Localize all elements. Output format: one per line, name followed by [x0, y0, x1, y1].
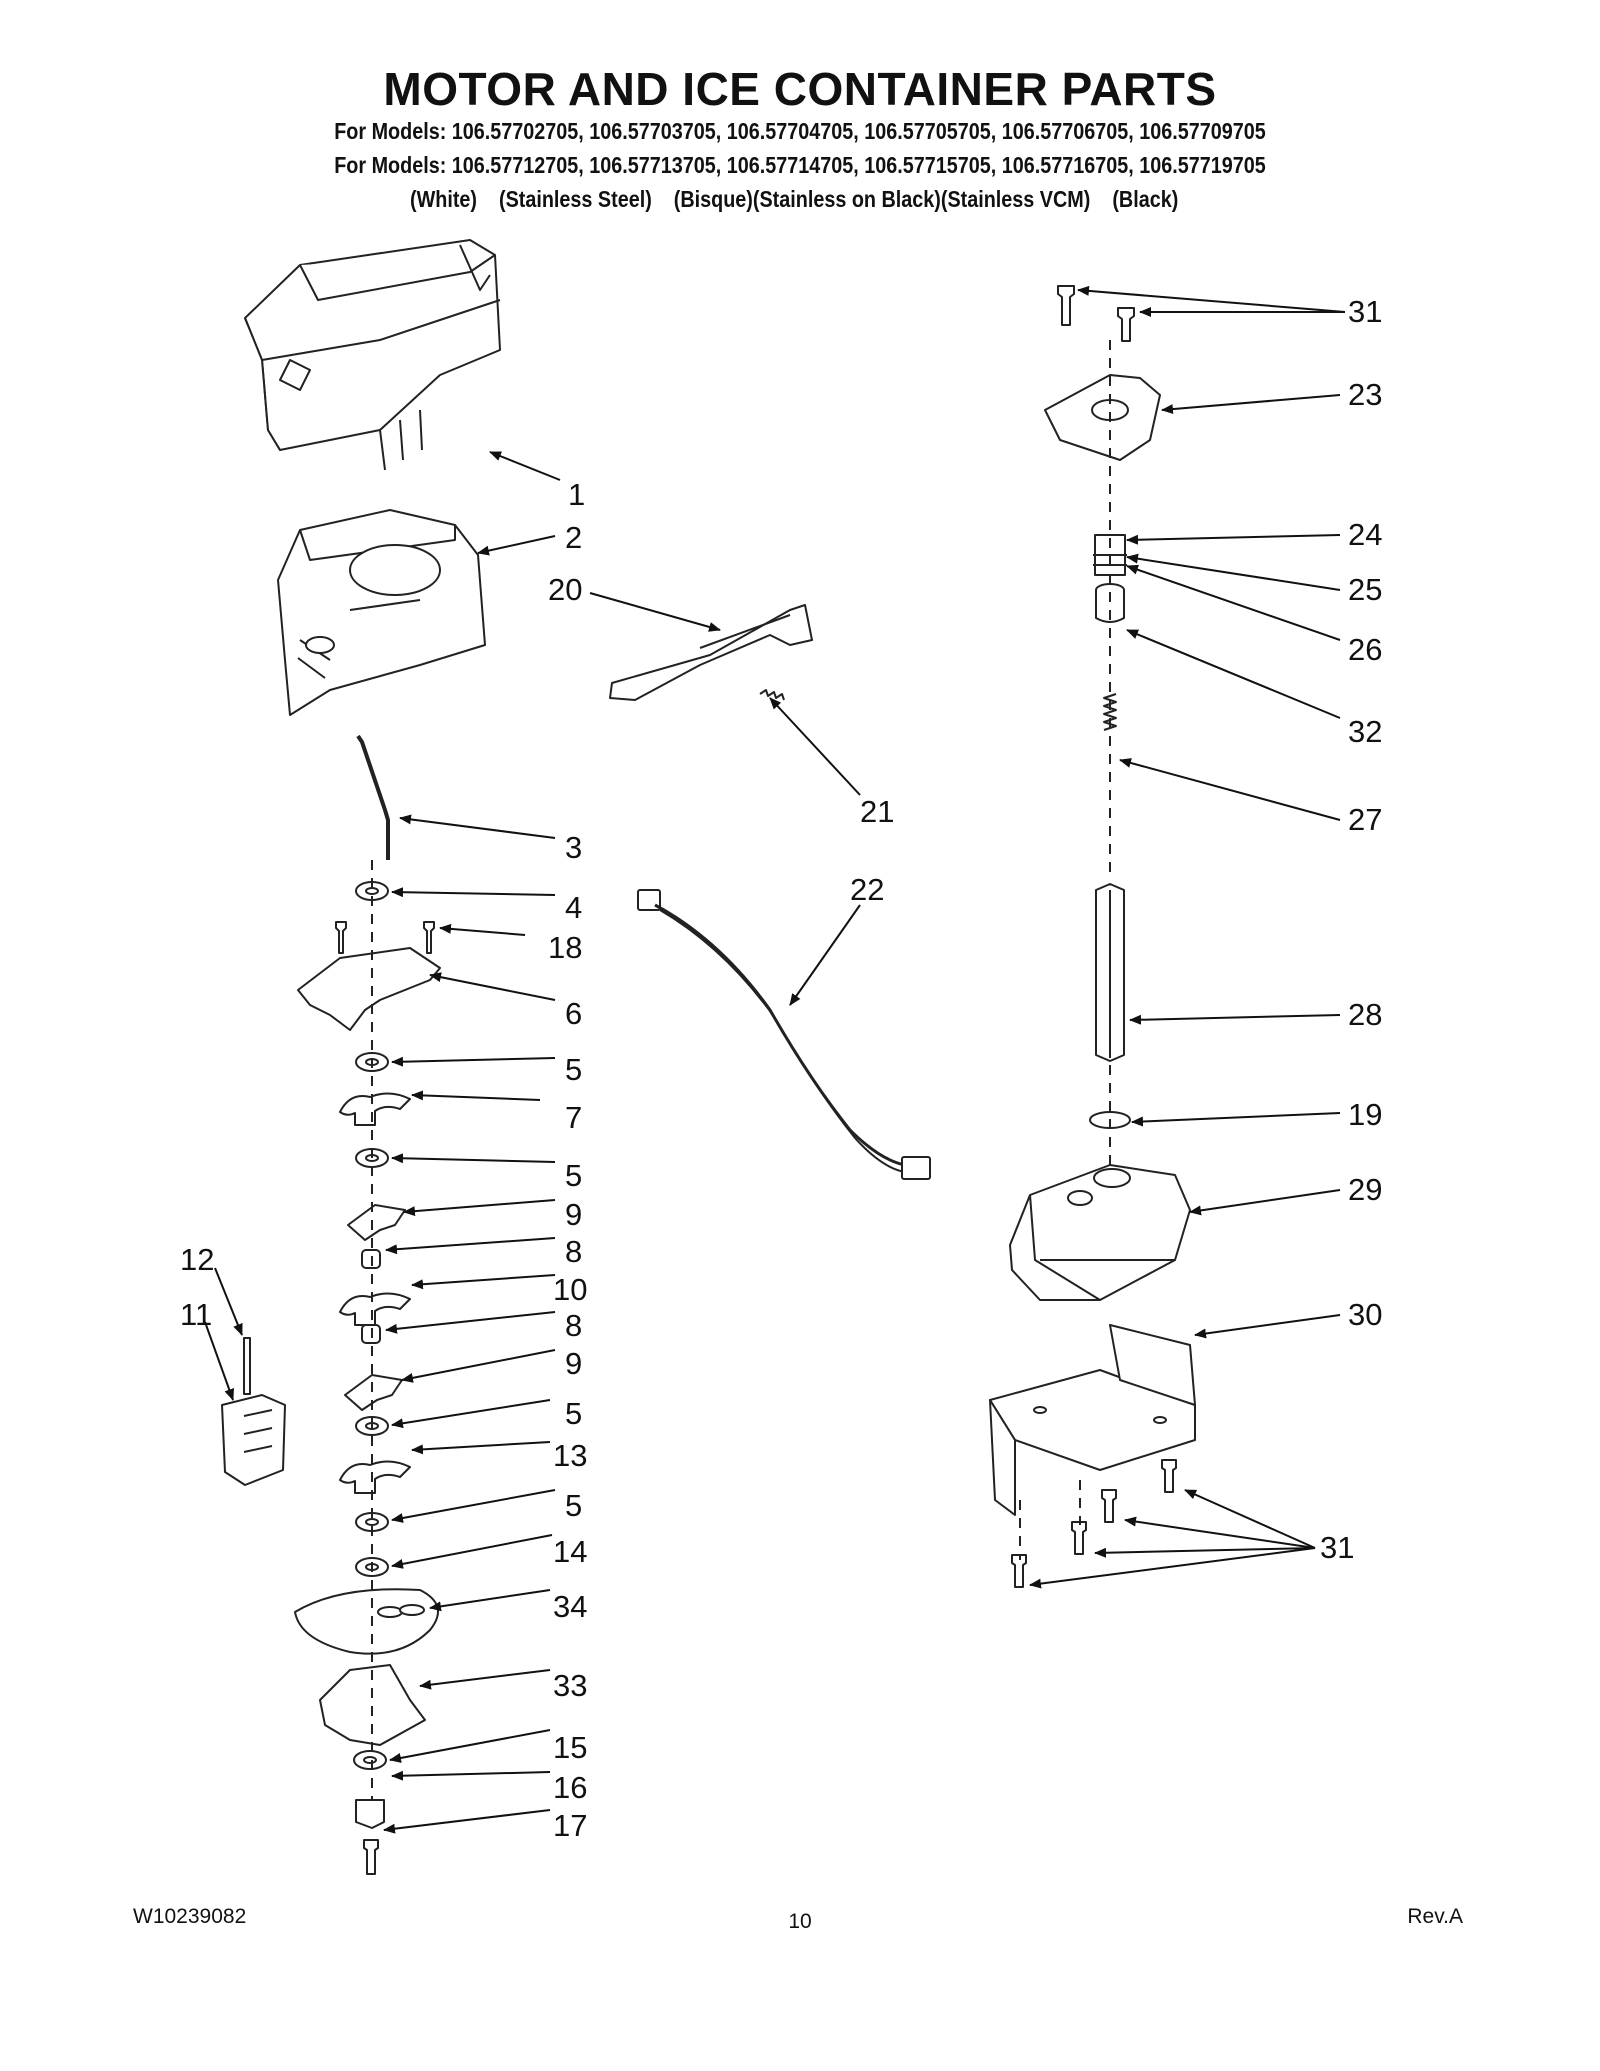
callout-5c: 5	[565, 1396, 582, 1431]
callout-26: 26	[1348, 632, 1382, 667]
callout-22: 22	[850, 872, 884, 907]
color-options: (White) (Stainless Steel) (Bisque)(Stain…	[410, 186, 1179, 212]
part-20-slide-bar	[609, 604, 813, 701]
callout-21: 21	[860, 794, 894, 829]
callout-4: 4	[565, 890, 582, 925]
page-number: 10	[788, 1910, 812, 1933]
part-12-pin	[243, 1337, 251, 1395]
doc-number: W10239082	[133, 1905, 247, 1928]
callout-29: 29	[1348, 1172, 1382, 1207]
callout-23: 23	[1348, 377, 1382, 412]
part-31-screws-bottom	[1011, 1459, 1177, 1588]
part-2-auger-housing	[277, 509, 486, 716]
centerlines	[371, 340, 1111, 1800]
callout-numbers: 1 2 20 21 3 4 18 6 5 7 5 9 8 10 8 9 5 13…	[180, 294, 1382, 1843]
part-3-shaft	[356, 734, 390, 860]
part-11-block	[221, 1394, 286, 1486]
callout-33: 33	[553, 1668, 587, 1703]
callout-24: 24	[1348, 517, 1382, 552]
callout-16: 16	[553, 1770, 587, 1805]
callout-14: 14	[553, 1534, 587, 1569]
callout-3: 3	[565, 830, 582, 865]
part-16-nut	[355, 1799, 385, 1829]
callout-19: 19	[1348, 1097, 1382, 1132]
callout-2: 2	[565, 520, 582, 555]
callout-5d: 5	[565, 1488, 582, 1523]
part-31-screws-top	[1057, 285, 1135, 342]
parts-24-25-coupling	[1093, 534, 1127, 576]
callout-25: 25	[1348, 572, 1382, 607]
models-line-1: For Models: 106.57702705, 106.57703705, …	[334, 118, 1266, 144]
part-28-hex-shaft	[1095, 883, 1125, 1062]
callout-13: 13	[553, 1438, 587, 1473]
callout-28: 28	[1348, 997, 1382, 1032]
crusher-blades	[339, 1092, 411, 1494]
callout-34: 34	[553, 1589, 587, 1624]
part-30-mounting-bracket	[989, 1324, 1196, 1516]
part-6-bracket	[297, 947, 441, 1031]
callout-12: 12	[180, 1242, 214, 1277]
part-33-auger-cup	[319, 1664, 426, 1746]
revision: Rev.A	[1407, 1905, 1463, 1928]
callout-8a: 8	[565, 1234, 582, 1269]
callout-9a: 9	[565, 1197, 582, 1232]
part-34-plate	[294, 1588, 439, 1655]
callout-18: 18	[548, 930, 582, 965]
callout-7: 7	[565, 1100, 582, 1135]
page-title: MOTOR AND ICE CONTAINER PARTS	[383, 63, 1217, 115]
part-26-bushing	[1095, 583, 1125, 623]
part-22-wire-harness	[637, 889, 931, 1180]
part-9-blades	[344, 1204, 406, 1411]
callout-9b: 9	[565, 1346, 582, 1381]
callout-27: 27	[1348, 802, 1382, 837]
callout-32: 32	[1348, 714, 1382, 749]
callout-31-top: 31	[1348, 294, 1382, 329]
part-17-screw	[363, 1839, 379, 1875]
callout-15: 15	[553, 1730, 587, 1765]
callout-6: 6	[565, 996, 582, 1031]
callout-17: 17	[553, 1808, 587, 1843]
part-29-motor	[1009, 1164, 1191, 1301]
leader-lines	[204, 285, 1346, 1834]
callout-11: 11	[180, 1297, 212, 1332]
callout-5b: 5	[565, 1158, 582, 1193]
part-23-bracket	[1044, 374, 1161, 461]
callout-8b: 8	[565, 1308, 582, 1343]
part-21-spring	[759, 689, 785, 701]
part-18-screws	[335, 921, 435, 954]
callout-31-bottom: 31	[1320, 1530, 1354, 1565]
callout-1: 1	[568, 477, 585, 512]
callout-30: 30	[1348, 1297, 1382, 1332]
callout-20: 20	[548, 572, 582, 607]
washers	[353, 881, 389, 1770]
models-line-2: For Models: 106.57712705, 106.57713705, …	[334, 152, 1266, 178]
callout-10: 10	[553, 1272, 587, 1307]
part-1-ice-container	[244, 239, 501, 471]
callout-5a: 5	[565, 1052, 582, 1087]
